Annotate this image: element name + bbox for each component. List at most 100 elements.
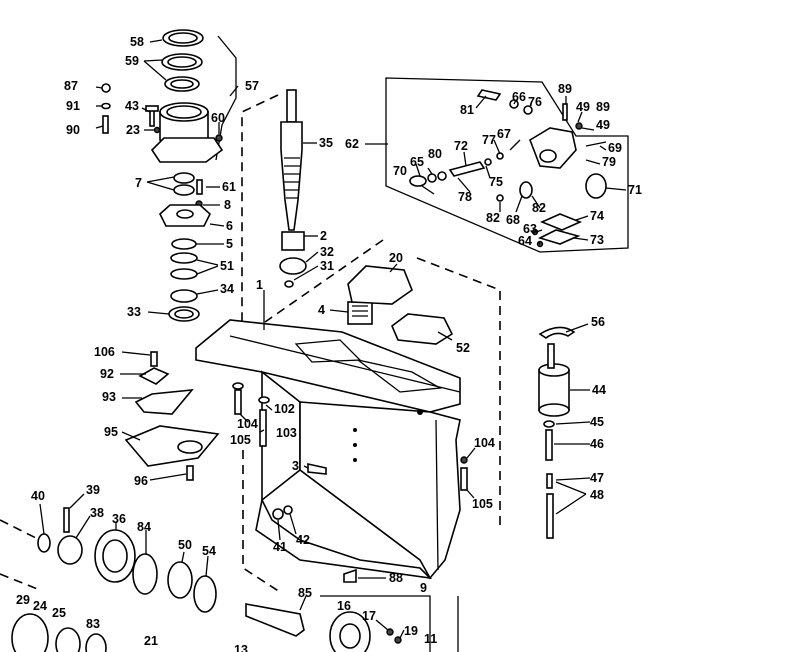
- callout-25: 25: [52, 606, 66, 620]
- callout-74: 74: [590, 209, 604, 223]
- part-2-bearing: [281, 231, 305, 251]
- callout-82-right: 82: [532, 201, 546, 215]
- part-74-plate: [539, 213, 583, 231]
- callout-64: 64: [518, 234, 532, 248]
- callout-106: 106: [94, 345, 115, 359]
- callout-39: 39: [86, 483, 100, 497]
- part-95-trim-tab: [124, 425, 220, 467]
- callout-49-right: 49: [596, 118, 610, 132]
- callout-87: 87: [64, 79, 78, 93]
- part-19: [394, 636, 402, 644]
- part-87-nut: [101, 83, 111, 93]
- callout-65: 65: [410, 155, 424, 169]
- part-25: [55, 627, 81, 652]
- callout-60: 60: [211, 111, 225, 125]
- part-38-clutch: [57, 535, 83, 565]
- callout-95: 95: [104, 425, 118, 439]
- part-4-screen: [347, 301, 373, 325]
- callout-79: 79: [602, 155, 616, 169]
- callout-34: 34: [220, 282, 234, 296]
- callout-102: 102: [274, 402, 295, 416]
- callout-9: 9: [420, 581, 427, 595]
- callout-89-right: 89: [596, 100, 610, 114]
- callout-23: 23: [126, 123, 140, 137]
- part-35-driveshaft: [286, 89, 297, 123]
- callout-21: 21: [144, 634, 158, 648]
- leader-lines: [39, 39, 627, 639]
- callout-83: 83: [86, 617, 100, 631]
- housing-small-parts: [124, 265, 468, 583]
- part-32-pinion: [279, 257, 307, 275]
- part-72-rod: [448, 161, 486, 177]
- part-31-nut: [284, 280, 294, 288]
- callout-57: 57: [245, 79, 259, 93]
- part-7-seals: [173, 172, 195, 184]
- callout-105-left: 105: [230, 433, 251, 447]
- part-42: [283, 505, 293, 515]
- callout-63: 63: [523, 222, 537, 236]
- callout-4: 4: [318, 303, 325, 317]
- part-51-shims: [170, 252, 198, 264]
- part-60: [215, 134, 223, 142]
- callout-81: 81: [460, 103, 474, 117]
- callout-96: 96: [134, 474, 148, 488]
- callout-61: 61: [222, 180, 236, 194]
- part-89-screw: [562, 103, 568, 121]
- callout-75: 75: [489, 175, 503, 189]
- callout-71: 71: [628, 183, 642, 197]
- callout-105-right: 105: [472, 497, 493, 511]
- part-56-clip: [538, 326, 576, 339]
- callout-59: 59: [125, 54, 139, 68]
- callout-85: 85: [298, 586, 312, 600]
- part-20-gasket: [347, 265, 413, 305]
- callout-92: 92: [100, 367, 114, 381]
- callout-41: 41: [273, 540, 287, 554]
- driveshaft-bearing-stack: [101, 29, 224, 322]
- callout-33: 33: [127, 305, 141, 319]
- callout-89-upper: 89: [558, 82, 572, 96]
- propeller-shaft-group: [0, 507, 459, 652]
- part-34-washer: [170, 289, 198, 303]
- callout-45: 45: [590, 415, 604, 429]
- part-83: [85, 633, 107, 652]
- callout-70: 70: [393, 164, 407, 178]
- callout-80: 80: [428, 147, 442, 161]
- part-50-shim: [167, 561, 193, 599]
- callout-50: 50: [178, 538, 192, 552]
- gearcase-housing: [195, 319, 461, 580]
- callout-6: 6: [226, 219, 233, 233]
- part-1-gearcase: [195, 319, 461, 413]
- callout-49-upper: 49: [576, 100, 590, 114]
- part-39-pin: [63, 507, 70, 533]
- callout-48: 48: [590, 488, 604, 502]
- part-41: [272, 508, 284, 520]
- callout-56: 56: [591, 315, 605, 329]
- callout-19: 19: [404, 624, 418, 638]
- part-43-screw: [149, 109, 155, 127]
- driveshaft: [279, 89, 307, 288]
- callout-84: 84: [137, 520, 151, 534]
- callout-58: 58: [130, 35, 144, 49]
- shift-linkage-group: [385, 77, 629, 253]
- part-92-plate: [138, 367, 170, 385]
- callout-77: 77: [482, 133, 496, 147]
- callout-104-right: 104: [474, 436, 495, 450]
- part-47: [546, 473, 553, 489]
- callout-91: 91: [66, 99, 80, 113]
- part-67-lever: [529, 127, 577, 169]
- part-54-washer: [193, 575, 217, 613]
- part-3-screw: [307, 463, 327, 475]
- callout-29: 29: [16, 593, 30, 607]
- part-52-gasket: [391, 313, 454, 345]
- part-70: [409, 175, 427, 187]
- part-80: [437, 171, 447, 181]
- callout-labels: 58 59 87 91 43 90 23 57 60 35 7 61 8 6 5…: [16, 35, 642, 652]
- callout-42: 42: [296, 533, 310, 547]
- callout-20: 20: [389, 251, 403, 265]
- callout-35: 35: [319, 136, 333, 150]
- callout-90: 90: [66, 123, 80, 137]
- part-90-stud: [102, 115, 109, 134]
- part-68: [519, 181, 533, 199]
- callout-62: 62: [345, 137, 359, 151]
